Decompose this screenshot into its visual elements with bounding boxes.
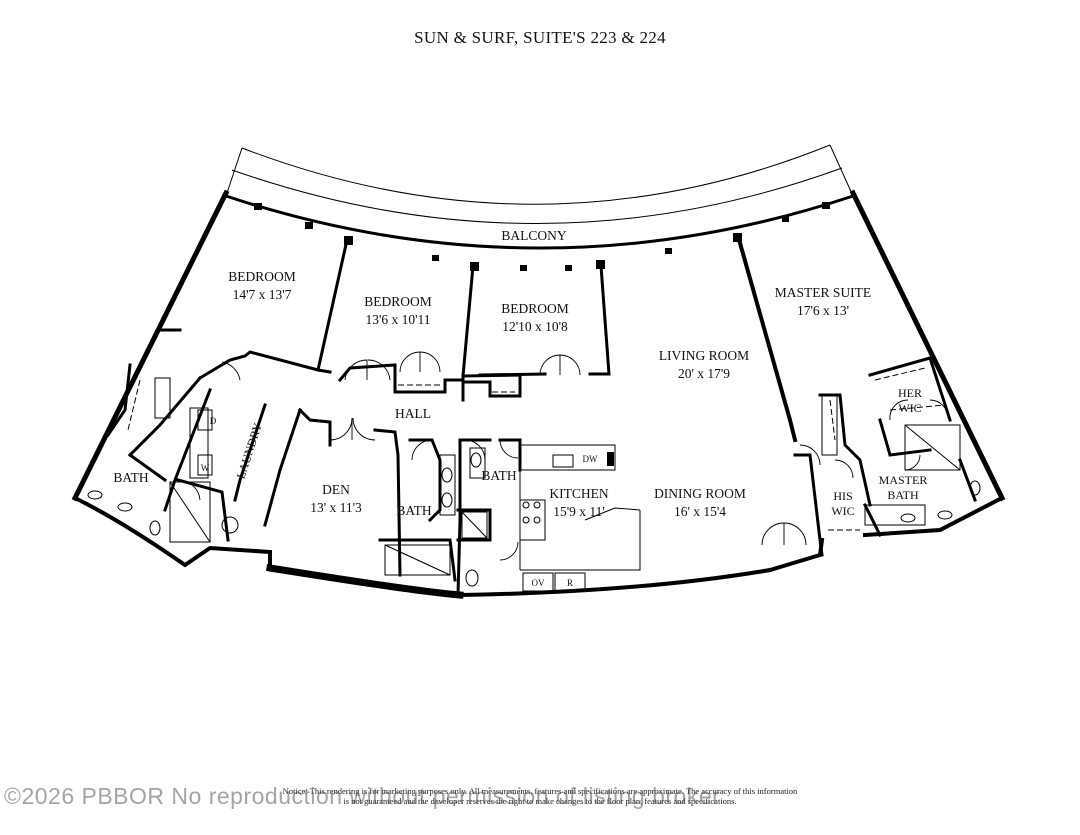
bedroom-2-dims: 13'6 x 10'11 — [365, 312, 430, 327]
laundry-label: LAUNDRY — [234, 421, 265, 481]
his-wic-line1: HIS — [833, 489, 852, 503]
bedroom-1-dims: 14'7 x 13'7 — [233, 287, 292, 302]
den-name: DEN — [322, 482, 350, 497]
counters — [154, 377, 926, 592]
living-room-name: LIVING ROOM — [659, 348, 749, 363]
den-dims: 13' x 11'3 — [310, 500, 362, 515]
bedroom-1-name: BEDROOM — [228, 269, 296, 284]
bath-small-label: BATH — [481, 468, 517, 483]
dining-room-name: DINING ROOM — [654, 486, 746, 501]
master-bath-line1: MASTER — [879, 473, 928, 487]
master-suite-dims: 17'6 x 13' — [797, 303, 849, 318]
refrigerator-label: R — [567, 578, 573, 588]
fixtures — [87, 424, 981, 587]
notice-line-1: Notice: This rendering is for marketing … — [282, 786, 798, 796]
closet-lines — [127, 367, 946, 531]
plan-title: SUN & SURF, SUITE'S 223 & 224 — [414, 28, 666, 47]
balcony-rail — [225, 144, 854, 224]
her-wic-line1: HER — [898, 386, 922, 400]
copyright-watermark: ©2026 PBBOR No reproduction without perm… — [4, 783, 721, 809]
doors — [179, 351, 949, 561]
her-wic-line2: WIC — [898, 401, 921, 415]
balcony-label: BALCONY — [501, 228, 567, 243]
disclaimer-notice: Notice: This rendering is for marketing … — [0, 786, 1080, 806]
interior-walls — [105, 233, 977, 597]
master-bath-line2: BATH — [887, 488, 919, 502]
bedroom-3-dims: 12'10 x 10'8 — [502, 319, 568, 334]
dining-room-dims: 16' x 15'4 — [674, 504, 726, 519]
bedroom-2-name: BEDROOM — [364, 294, 432, 309]
kitchen-name: KITCHEN — [549, 486, 608, 501]
bath-mid-label: BATH — [396, 503, 432, 518]
kitchen-dims: 15'9 x 11' — [553, 504, 605, 519]
washer-label: W — [201, 463, 210, 473]
his-wic-line2: WIC — [831, 504, 854, 518]
bath-left-label: BATH — [113, 470, 149, 485]
living-room-dims: 20' x 17'9 — [678, 366, 730, 381]
bedroom-3-name: BEDROOM — [501, 301, 569, 316]
dryer-label: D — [210, 416, 217, 426]
hall-label: HALL — [395, 406, 431, 421]
notice-line-2: is not guaranteed and the developer rese… — [343, 796, 737, 806]
master-suite-name: MASTER SUITE — [775, 285, 871, 300]
dishwasher-label: DW — [583, 454, 598, 464]
exterior-walls — [71, 189, 1006, 599]
oven-label: OV — [532, 578, 545, 588]
